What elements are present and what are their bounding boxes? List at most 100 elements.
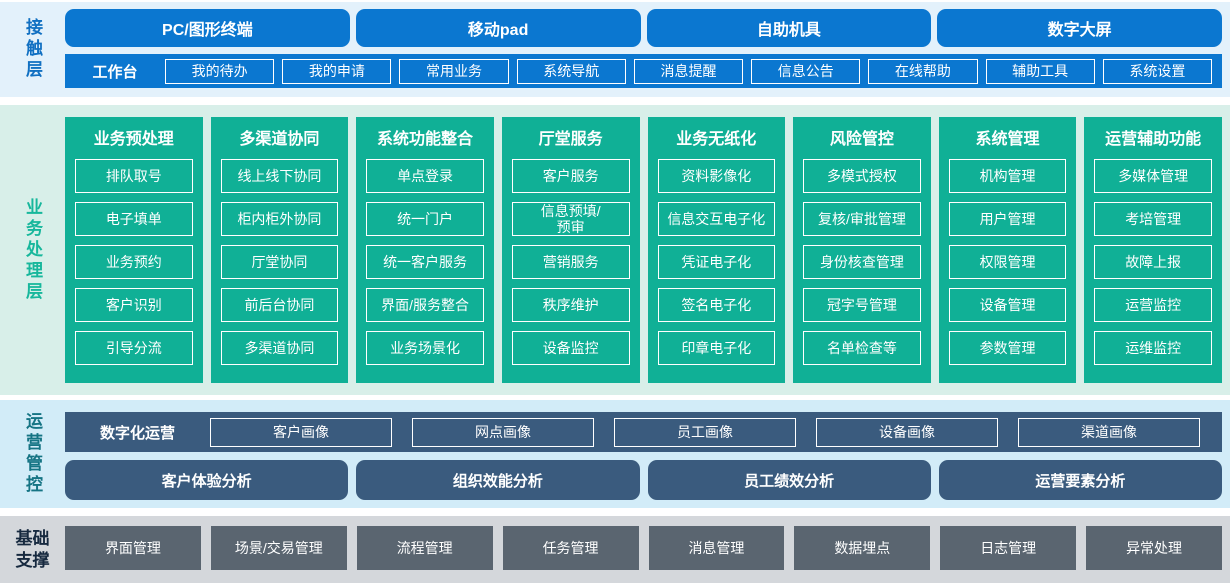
function-item[interactable]: 客户服务 <box>511 159 630 193</box>
business-column: 运营辅助功能多媒体管理考培管理故障上报运营监控运维监控 <box>1084 117 1222 383</box>
business-column: 多渠道协同线上线下协同柜内柜外协同厅堂协同前后台协同多渠道协同 <box>210 117 349 383</box>
foundation-item[interactable]: 任务管理 <box>502 526 639 570</box>
foundation-item[interactable]: 流程管理 <box>356 526 493 570</box>
foundation-item[interactable]: 日志管理 <box>940 526 1077 570</box>
workbench-item[interactable]: 我的待办 <box>165 58 275 84</box>
profile-item[interactable]: 员工画像 <box>614 417 796 447</box>
function-item[interactable]: 界面/服务整合 <box>366 288 484 322</box>
profile-item[interactable]: 客户画像 <box>210 417 392 447</box>
business-column: 风险管控多模式授权复核/审批管理身份核查管理冠字号管理名单检查等 <box>793 117 931 383</box>
function-item[interactable]: 引导分流 <box>75 331 193 365</box>
foundation-item[interactable]: 数据埋点 <box>794 526 931 570</box>
business-column: 系统管理机构管理用户管理权限管理设备管理参数管理 <box>938 117 1077 383</box>
foundation-layer-label-wrap: 基础支撑 <box>0 516 65 583</box>
function-item[interactable]: 电子填单 <box>75 202 193 236</box>
channel-button[interactable]: PC/图形终端 <box>65 9 350 47</box>
function-item[interactable]: 设备监控 <box>511 331 630 365</box>
foundation-item[interactable]: 消息管理 <box>648 526 785 570</box>
workbench-items: 我的待办我的申请常用业务系统导航消息提醒信息公告在线帮助辅助工具系统设置 <box>165 58 1212 84</box>
function-item[interactable]: 参数管理 <box>948 331 1067 365</box>
function-item[interactable]: 单点登录 <box>366 159 484 193</box>
foundation-item[interactable]: 异常处理 <box>1086 526 1222 570</box>
channel-button[interactable]: 自助机具 <box>646 9 932 47</box>
function-item[interactable]: 设备管理 <box>948 288 1067 322</box>
function-item[interactable]: 秩序维护 <box>511 288 630 322</box>
column-title: 业务无纸化 <box>676 131 757 148</box>
workbench-item[interactable]: 消息提醒 <box>633 58 744 84</box>
workbench-label: 工作台 <box>92 63 138 81</box>
analysis-button[interactable]: 员工绩效分析 <box>647 460 931 500</box>
function-item[interactable]: 复核/审批管理 <box>803 202 921 236</box>
workbench-item[interactable]: 信息公告 <box>751 58 861 84</box>
function-item[interactable]: 印章电子化 <box>657 331 776 365</box>
function-item[interactable]: 营销服务 <box>511 245 630 279</box>
contact-layer-label-wrap: 接触层 <box>0 2 65 97</box>
analysis-button[interactable]: 客户体验分析 <box>65 460 349 500</box>
workbench-item[interactable]: 我的申请 <box>282 58 392 84</box>
business-column: 业务预处理排队取号电子填单业务预约客户识别引导分流 <box>65 117 203 383</box>
function-item[interactable]: 客户识别 <box>75 288 193 322</box>
profile-item[interactable]: 渠道画像 <box>1018 417 1200 447</box>
workbench-item[interactable]: 系统导航 <box>516 58 626 84</box>
function-item[interactable]: 用户管理 <box>948 202 1067 236</box>
function-item[interactable]: 多渠道协同 <box>220 331 339 365</box>
workbench-item[interactable]: 在线帮助 <box>868 58 978 84</box>
function-item[interactable]: 机构管理 <box>948 159 1067 193</box>
function-item[interactable]: 考培管理 <box>1094 202 1212 236</box>
operations-layer-label: 运营管控 <box>23 412 42 496</box>
digital-ops-items: 客户画像网点画像员工画像设备画像渠道画像 <box>210 417 1200 447</box>
function-item[interactable]: 冠字号管理 <box>803 288 921 322</box>
function-item[interactable]: 统一客户服务 <box>366 245 484 279</box>
function-item[interactable]: 运维监控 <box>1094 331 1212 365</box>
workbench-bar: 工作台 我的待办我的申请常用业务系统导航消息提醒信息公告在线帮助辅助工具系统设置 <box>65 54 1222 88</box>
profile-item[interactable]: 网点画像 <box>412 417 594 447</box>
business-column: 业务无纸化资料影像化信息交互电子化凭证电子化签名电子化印章电子化 <box>647 117 786 383</box>
workbench-item[interactable]: 系统设置 <box>1102 58 1212 84</box>
function-item[interactable]: 身份核查管理 <box>803 245 921 279</box>
function-item[interactable]: 权限管理 <box>948 245 1067 279</box>
function-item[interactable]: 业务场景化 <box>366 331 484 365</box>
workbench-item[interactable]: 常用业务 <box>399 58 509 84</box>
column-title: 多渠道协同 <box>239 131 320 148</box>
column-title: 风险管控 <box>829 131 894 148</box>
business-layer-label: 业务处理层 <box>23 197 42 303</box>
business-column: 厅堂服务客户服务信息预填/ 预审营销服务秩序维护设备监控 <box>501 117 640 383</box>
function-item[interactable]: 统一门户 <box>366 202 484 236</box>
function-item[interactable]: 多模式授权 <box>803 159 921 193</box>
digital-ops-bar: 数字化运营 客户画像网点画像员工画像设备画像渠道画像 <box>65 412 1222 452</box>
function-item[interactable]: 信息交互电子化 <box>657 202 776 236</box>
function-item[interactable]: 签名电子化 <box>657 288 776 322</box>
function-item[interactable]: 前后台协同 <box>220 288 339 322</box>
column-title: 系统功能整合 <box>377 131 474 148</box>
profile-item[interactable]: 设备画像 <box>816 417 998 447</box>
function-item[interactable]: 厅堂协同 <box>220 245 339 279</box>
foundation-layer-band: 基础支撑 界面管理场景/交易管理流程管理任务管理消息管理数据埋点日志管理异常处理 <box>0 516 1230 583</box>
digital-ops-label: 数字化运营 <box>99 424 175 442</box>
function-item[interactable]: 运营监控 <box>1094 288 1212 322</box>
contact-layer-label: 接触层 <box>23 18 42 81</box>
column-title: 运营辅助功能 <box>1105 131 1202 148</box>
channel-button[interactable]: 数字大屏 <box>937 9 1222 47</box>
foundation-item[interactable]: 场景/交易管理 <box>210 526 347 570</box>
function-item[interactable]: 业务预约 <box>75 245 193 279</box>
analysis-button[interactable]: 组织效能分析 <box>356 460 640 500</box>
function-item[interactable]: 多媒体管理 <box>1094 159 1212 193</box>
function-item[interactable]: 线上线下协同 <box>220 159 339 193</box>
function-item[interactable]: 柜内柜外协同 <box>220 202 339 236</box>
analysis-button[interactable]: 运营要素分析 <box>938 460 1222 500</box>
function-item[interactable]: 名单检查等 <box>803 331 921 365</box>
workbench-item[interactable]: 辅助工具 <box>985 58 1095 84</box>
operations-layer-band: 运营管控 数字化运营 客户画像网点画像员工画像设备画像渠道画像 客户体验分析组织… <box>0 400 1230 508</box>
function-item[interactable]: 故障上报 <box>1094 245 1212 279</box>
business-columns: 业务预处理排队取号电子填单业务预约客户识别引导分流多渠道协同线上线下协同柜内柜外… <box>65 105 1222 395</box>
analysis-row: 客户体验分析组织效能分析员工绩效分析运营要素分析 <box>65 460 1222 500</box>
function-item[interactable]: 排队取号 <box>75 159 193 193</box>
function-item[interactable]: 凭证电子化 <box>657 245 776 279</box>
business-column: 系统功能整合单点登录统一门户统一客户服务界面/服务整合业务场景化 <box>356 117 494 383</box>
function-item[interactable]: 信息预填/ 预审 <box>511 202 630 236</box>
function-item[interactable]: 资料影像化 <box>657 159 776 193</box>
channel-button[interactable]: 移动pad <box>355 9 641 47</box>
foundation-item[interactable]: 界面管理 <box>65 526 201 570</box>
